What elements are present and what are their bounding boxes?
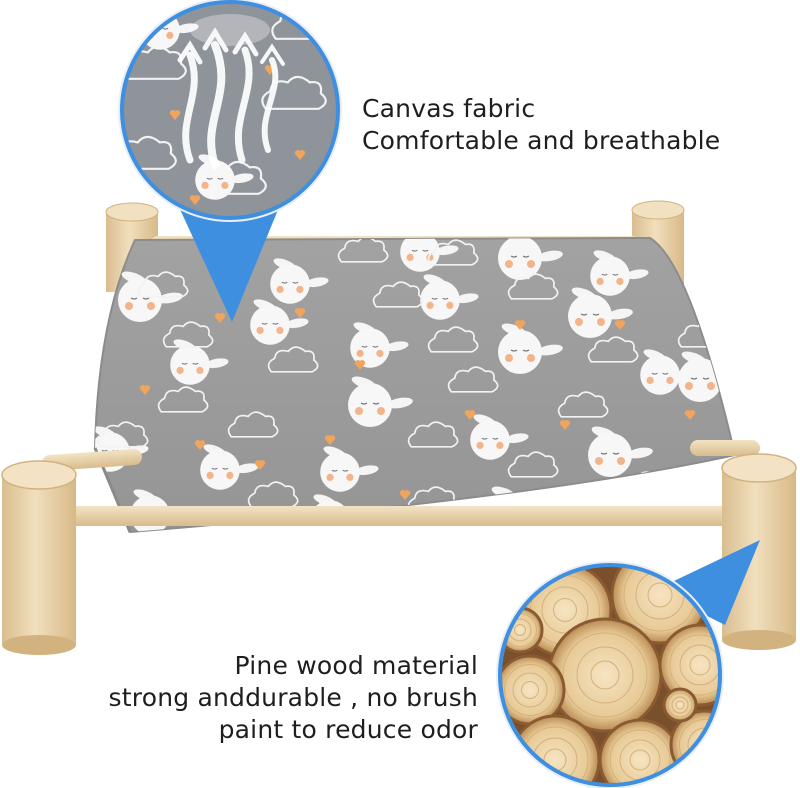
orange-heart-icon — [464, 410, 476, 420]
bunny-face-icon — [270, 258, 329, 304]
wood-callout — [496, 540, 760, 788]
canvas-fabric-caption: Canvas fabric Comfortable and breathable — [362, 93, 720, 157]
cloud-outline-icon — [587, 336, 639, 363]
canvas-caption-line1: Canvas fabric — [362, 94, 536, 123]
orange-heart-icon — [324, 435, 336, 445]
bunny-face-icon — [588, 426, 653, 477]
bunny-face-icon — [590, 250, 649, 296]
orange-heart-icon — [294, 150, 306, 160]
bunny-face-icon — [470, 414, 529, 460]
bunny-face-icon — [350, 322, 409, 368]
steam-breathable-icon — [177, 14, 285, 169]
canvas-caption-line2: Comfortable and breathable — [362, 126, 721, 155]
orange-heart-icon — [614, 320, 626, 330]
orange-heart-icon — [214, 313, 226, 323]
cloud-outline-icon — [447, 366, 499, 393]
orange-heart-icon — [514, 320, 526, 330]
orange-heart-icon — [354, 360, 366, 370]
cloud-outline-icon — [247, 481, 299, 508]
bunny-face-icon — [498, 323, 563, 374]
orange-heart-icon — [254, 460, 266, 470]
cloud-outline-icon — [427, 326, 479, 353]
bunny-face-icon — [498, 238, 563, 280]
cloud-outline-icon — [407, 421, 459, 448]
cloud-outline-icon — [261, 75, 327, 110]
cloud-outline-icon — [337, 238, 389, 263]
orange-heart-icon — [169, 110, 181, 120]
orange-heart-icon — [294, 308, 306, 318]
wood-caption-line2: strong anddurable , no brush — [108, 683, 478, 712]
bunny-face-icon — [568, 287, 633, 338]
cloud-outline-icon — [507, 273, 559, 300]
side-rod-right — [690, 440, 760, 456]
front-right-post — [721, 453, 797, 650]
wood-caption-line3: paint to reduce odor — [218, 715, 478, 744]
orange-heart-icon — [194, 440, 206, 450]
bunny-face-icon — [678, 351, 735, 402]
cloud-outline-icon — [227, 411, 279, 438]
front-rod — [60, 506, 760, 526]
cloud-outline-icon — [122, 135, 177, 170]
orange-heart-icon — [559, 420, 571, 430]
cloud-outline-icon — [157, 386, 209, 413]
bunny-face-icon — [170, 339, 229, 385]
bunny-face-icon — [200, 444, 259, 490]
cloud-outline-icon — [507, 451, 559, 478]
orange-heart-icon — [139, 385, 151, 395]
bunny-face-icon — [320, 446, 379, 492]
bunny-face-icon — [250, 299, 309, 345]
bunny-face-icon — [118, 271, 183, 322]
orange-heart-icon — [684, 410, 696, 420]
bunny-face-icon — [420, 274, 479, 320]
cloud-outline-icon — [137, 271, 189, 298]
cloud-outline-icon — [267, 346, 319, 373]
pine-wood-caption: Pine wood material strong anddurable , n… — [109, 650, 478, 746]
cloud-outline-icon — [427, 239, 479, 266]
orange-heart-icon — [399, 490, 411, 500]
bunny-face-icon — [348, 376, 413, 427]
cloud-outline-icon — [557, 391, 609, 418]
canvas-fabric — [93, 236, 737, 534]
cloud-outline-icon — [162, 321, 214, 348]
orange-heart-icon — [189, 195, 201, 205]
cloud-outline-icon — [372, 281, 424, 308]
wood-caption-line1: Pine wood material — [234, 651, 478, 680]
cloud-outline-icon — [97, 421, 149, 448]
front-left-post — [1, 460, 77, 655]
